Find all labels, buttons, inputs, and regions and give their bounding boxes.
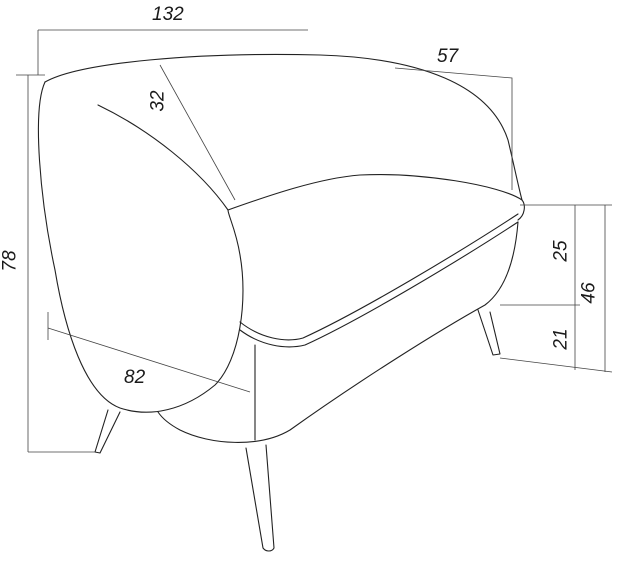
armrest-inner-curve — [97, 104, 229, 211]
dim-line-height — [16, 74, 95, 453]
backrest-outline — [44, 53, 523, 201]
dim-line-armrest — [159, 64, 236, 201]
dimension-lines — [16, 29, 613, 453]
leg-right — [477, 309, 501, 356]
dim-line-diagonal — [47, 312, 251, 393]
left-armrest-outline — [37, 81, 244, 413]
dim-line-seat-height — [499, 204, 613, 373]
seat-front-edge-inner — [239, 213, 519, 341]
dim-line-seat-cushion — [500, 204, 580, 306]
height-label: 78 — [0, 250, 21, 272]
seat-cushion-label: 25 — [550, 240, 572, 262]
leg-front — [245, 444, 275, 552]
leg-left — [94, 409, 121, 454]
width-label: 132 — [152, 4, 184, 25]
depth-label: 57 — [437, 46, 459, 67]
leg-height-label: 21 — [550, 328, 572, 350]
dim-line-depth — [394, 67, 513, 190]
diagonal-depth-label: 82 — [124, 367, 146, 388]
dim-line-width — [37, 29, 308, 75]
seat-back-edge — [227, 174, 525, 221]
armrest-width-label: 32 — [147, 90, 169, 112]
seat-base — [157, 221, 519, 443]
seat-height-label: 46 — [578, 282, 600, 304]
seat-front-edge — [239, 221, 519, 348]
